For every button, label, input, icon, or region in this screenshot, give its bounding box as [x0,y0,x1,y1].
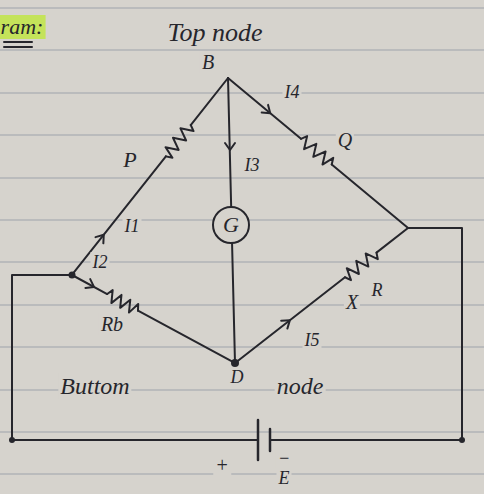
current-label: I2 [91,252,110,272]
battery-plate [269,429,272,451]
ruled-lines [0,8,484,474]
arm-rb [69,270,237,369]
node-heading: node [275,373,326,399]
galvanometer-symbol: G [212,206,250,244]
resistor-symbol [341,248,380,282]
wire [270,228,462,440]
polarity-sign: + [213,454,231,476]
current-arrow [225,143,235,150]
wire [235,277,345,363]
junction-dot [231,359,239,367]
current-label: I3 [243,155,262,175]
current-arrow [85,279,96,291]
underline [4,46,32,48]
wire [72,275,107,294]
current-arrow [96,232,108,244]
emf-label: E [277,468,292,488]
page-heading: ram: [0,15,45,39]
arm-x [232,223,412,367]
wire [376,228,408,253]
wire [332,164,408,227]
node-letter: B [200,51,216,73]
resistor-symbol [161,121,195,160]
resistor-symbol [104,289,140,316]
underline [4,41,32,43]
wire [138,311,235,363]
wire [72,156,166,274]
junction-dot [459,437,465,443]
junction-dot [69,272,76,279]
resistor-symbol [297,134,335,169]
arm-p [67,74,232,278]
polarity-sign: − [276,448,292,468]
wire [191,78,228,125]
node-heading: Top node [165,19,264,47]
resistor-label: Rb [99,313,125,335]
wire [12,275,258,440]
junction-dot [9,437,15,443]
resistor-label: X [344,291,360,313]
current-arrow [262,105,274,117]
current-label: I1 [123,216,142,236]
resistor-label: Q [336,129,354,151]
node-letter: D [229,367,246,387]
resistor-label: R [370,280,385,300]
battery-plate [257,420,260,460]
current-label: I4 [283,82,302,102]
wire [228,78,301,139]
current-arrow [281,316,293,328]
resistor-label: P [121,148,138,172]
current-label: I5 [303,330,322,350]
node-heading: Buttom [58,373,131,399]
symbol-letter: G [223,214,239,236]
arm-q [224,73,411,232]
